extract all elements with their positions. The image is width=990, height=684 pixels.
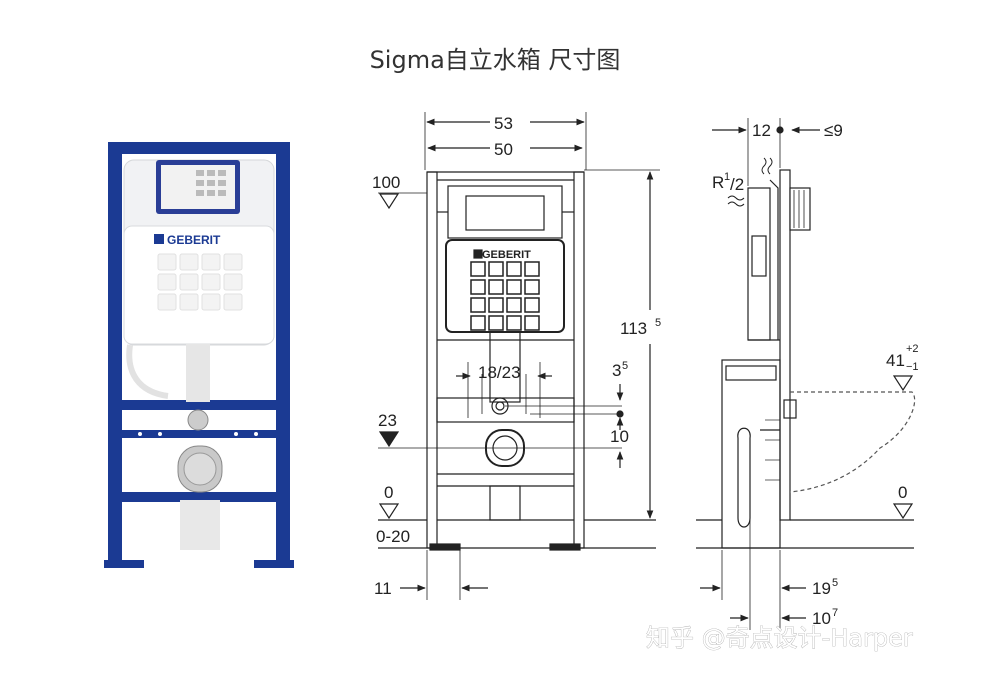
dim-le9: ≤9 — [824, 121, 843, 140]
front-view-drawing — [378, 112, 660, 600]
level-41-sup: +2 — [906, 343, 919, 355]
dim-10: 10 — [610, 427, 629, 446]
dim-19: 19 — [812, 579, 831, 598]
dim-height: 113 — [620, 319, 647, 338]
product-photo: GEBERIT — [104, 142, 294, 568]
side-view-drawing — [696, 118, 916, 630]
dim-19-sup: 5 — [832, 577, 838, 589]
dim-11: 11 — [374, 579, 392, 598]
dim-spacing: 18/23 — [478, 363, 521, 382]
dim-width-outer: 53 — [494, 114, 513, 133]
dim-10b-sup: 7 — [832, 607, 838, 619]
level-100-label: 100 — [372, 173, 400, 192]
level-0-label: 0 — [384, 483, 393, 502]
side-level-0-label: 0 — [898, 483, 907, 502]
floor-range-label: 0-20 — [376, 527, 410, 546]
dim-height-sup: 5 — [655, 317, 661, 329]
pipe-size-sup: 1 — [724, 171, 730, 183]
dim-width-inner: 50 — [494, 140, 513, 159]
dim-offset-3: 3 — [612, 361, 621, 380]
watermark-text: 知乎 @奇点设计-Harper — [646, 624, 913, 652]
dim-offset-3-sup: 5 — [622, 360, 628, 372]
pipe-size-label: R — [712, 173, 724, 192]
logo-mark-icon — [154, 234, 164, 244]
dim-12: 12 — [752, 121, 771, 140]
page-title: Sigma自立水箱 尺寸图 — [369, 46, 621, 74]
level-41-label: 41 — [886, 351, 905, 370]
level-23-label: 23 — [378, 411, 397, 430]
drawing-brand: GEBERIT — [482, 249, 531, 261]
pipe-size-sub: /2 — [730, 175, 744, 194]
photo-brand: GEBERIT — [167, 233, 221, 247]
level-41-sub: −1 — [906, 361, 919, 373]
dim-10b: 10 — [812, 609, 831, 628]
